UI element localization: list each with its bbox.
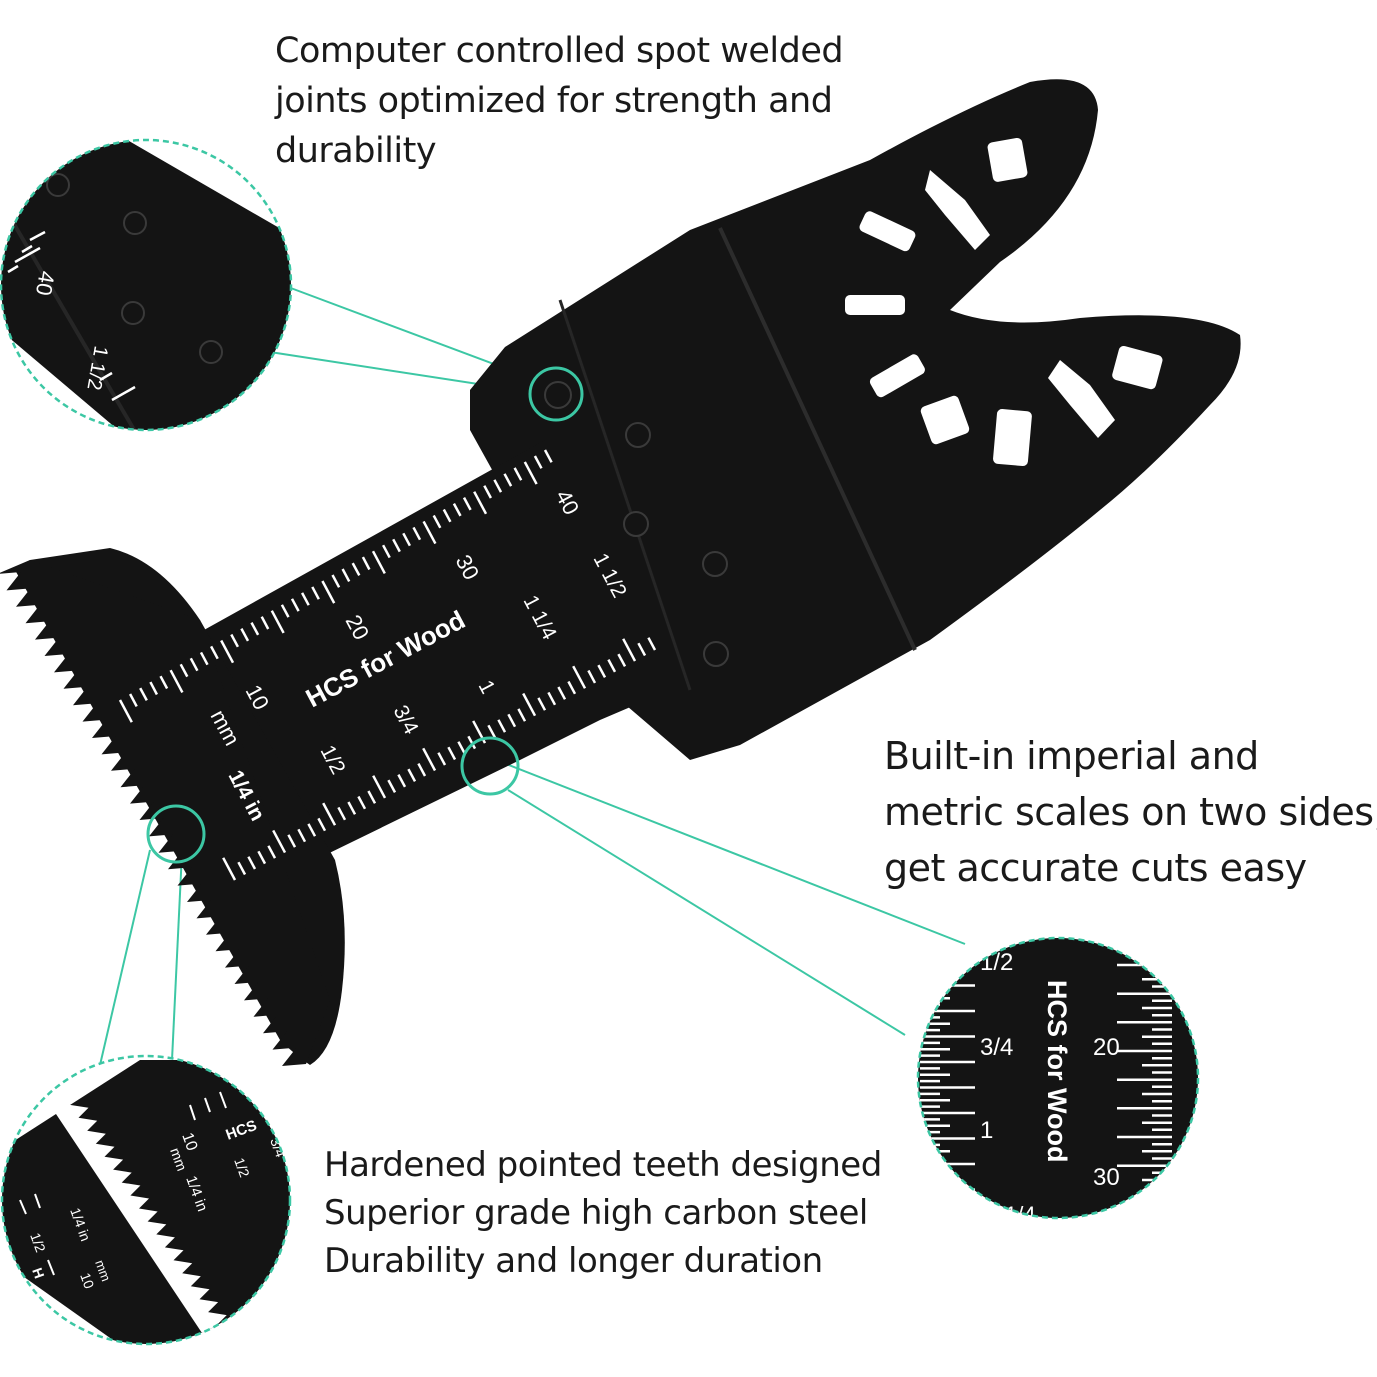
zoom-metric-label-30: 30 (1093, 1164, 1120, 1191)
rivets (544, 381, 729, 667)
caption-line: Built-in imperial and (884, 734, 1259, 778)
zoom-teeth-label-half: 1/2 (231, 1156, 253, 1180)
zoom-rivet-label-40: 40 (31, 269, 60, 297)
caption-line: get accurate cuts easy (884, 846, 1307, 890)
zoom-circle-teeth: 10 mm HCS 1/4 in 1/2 3/4 1/2 1/4 in mm 1… (0, 1054, 292, 1346)
caption-line: joints optimized for strength and (275, 81, 833, 121)
blade-neck (195, 440, 670, 860)
zoom-brand-text: HCS for Wood (1042, 980, 1072, 1162)
caption-teeth: Hardened pointed teeth designed Superior… (324, 1141, 882, 1285)
caption-line: Superior grade high carbon steel (324, 1193, 868, 1233)
zoom-teeth-label-mm: mm (167, 1146, 190, 1173)
blade-head (470, 79, 1241, 760)
zoom-rivet-ticks (7, 230, 136, 402)
teeth-highlight-marker (146, 804, 206, 864)
neck-scale-ticks (118, 449, 657, 881)
zoom-metric-label-20: 20 (1093, 1034, 1120, 1061)
scale-highlight-marker (460, 736, 520, 796)
zoom-teeth-label-10: 10 (178, 1131, 200, 1154)
zoom-circle-scale: 1/2 3/4 1 1/4 HCS for Wood 20 30 (916, 936, 1200, 1227)
caption-line: durability (275, 131, 437, 171)
caption-line: Computer controlled spot welded (275, 31, 844, 71)
zoom-teeth-label-mm-2: mm (92, 1258, 114, 1283)
highlight-markers (146, 366, 584, 864)
callout-lines (99, 286, 966, 1066)
zoom-teeth-ticks (19, 1091, 227, 1276)
caption-scales: Built-in imperial and metric scales on t… (884, 728, 1377, 896)
caption-welded-joints: Computer controlled spot welded joints o… (275, 26, 844, 176)
caption-line: Durability and longer duration (324, 1241, 823, 1281)
zoom-imperial-label-one: 1 (980, 1117, 993, 1144)
zoom-teeth-label-half-2: 1/2 (27, 1231, 49, 1255)
zoom-imperial-label-three-quarter: 3/4 (980, 1034, 1013, 1061)
zoom-teeth-label-10-2: 10 (77, 1271, 97, 1291)
caption-line: metric scales on two sides, (884, 790, 1377, 834)
zoom-imperial-label-quarter: 1/4 (1005, 1202, 1036, 1227)
caption-line: Hardened pointed teeth designed (324, 1145, 882, 1185)
mounting-slots (845, 137, 1163, 467)
rivet-highlight-marker (528, 366, 584, 422)
zoom-circle-rivets: 40 1 1/2 (0, 138, 293, 432)
